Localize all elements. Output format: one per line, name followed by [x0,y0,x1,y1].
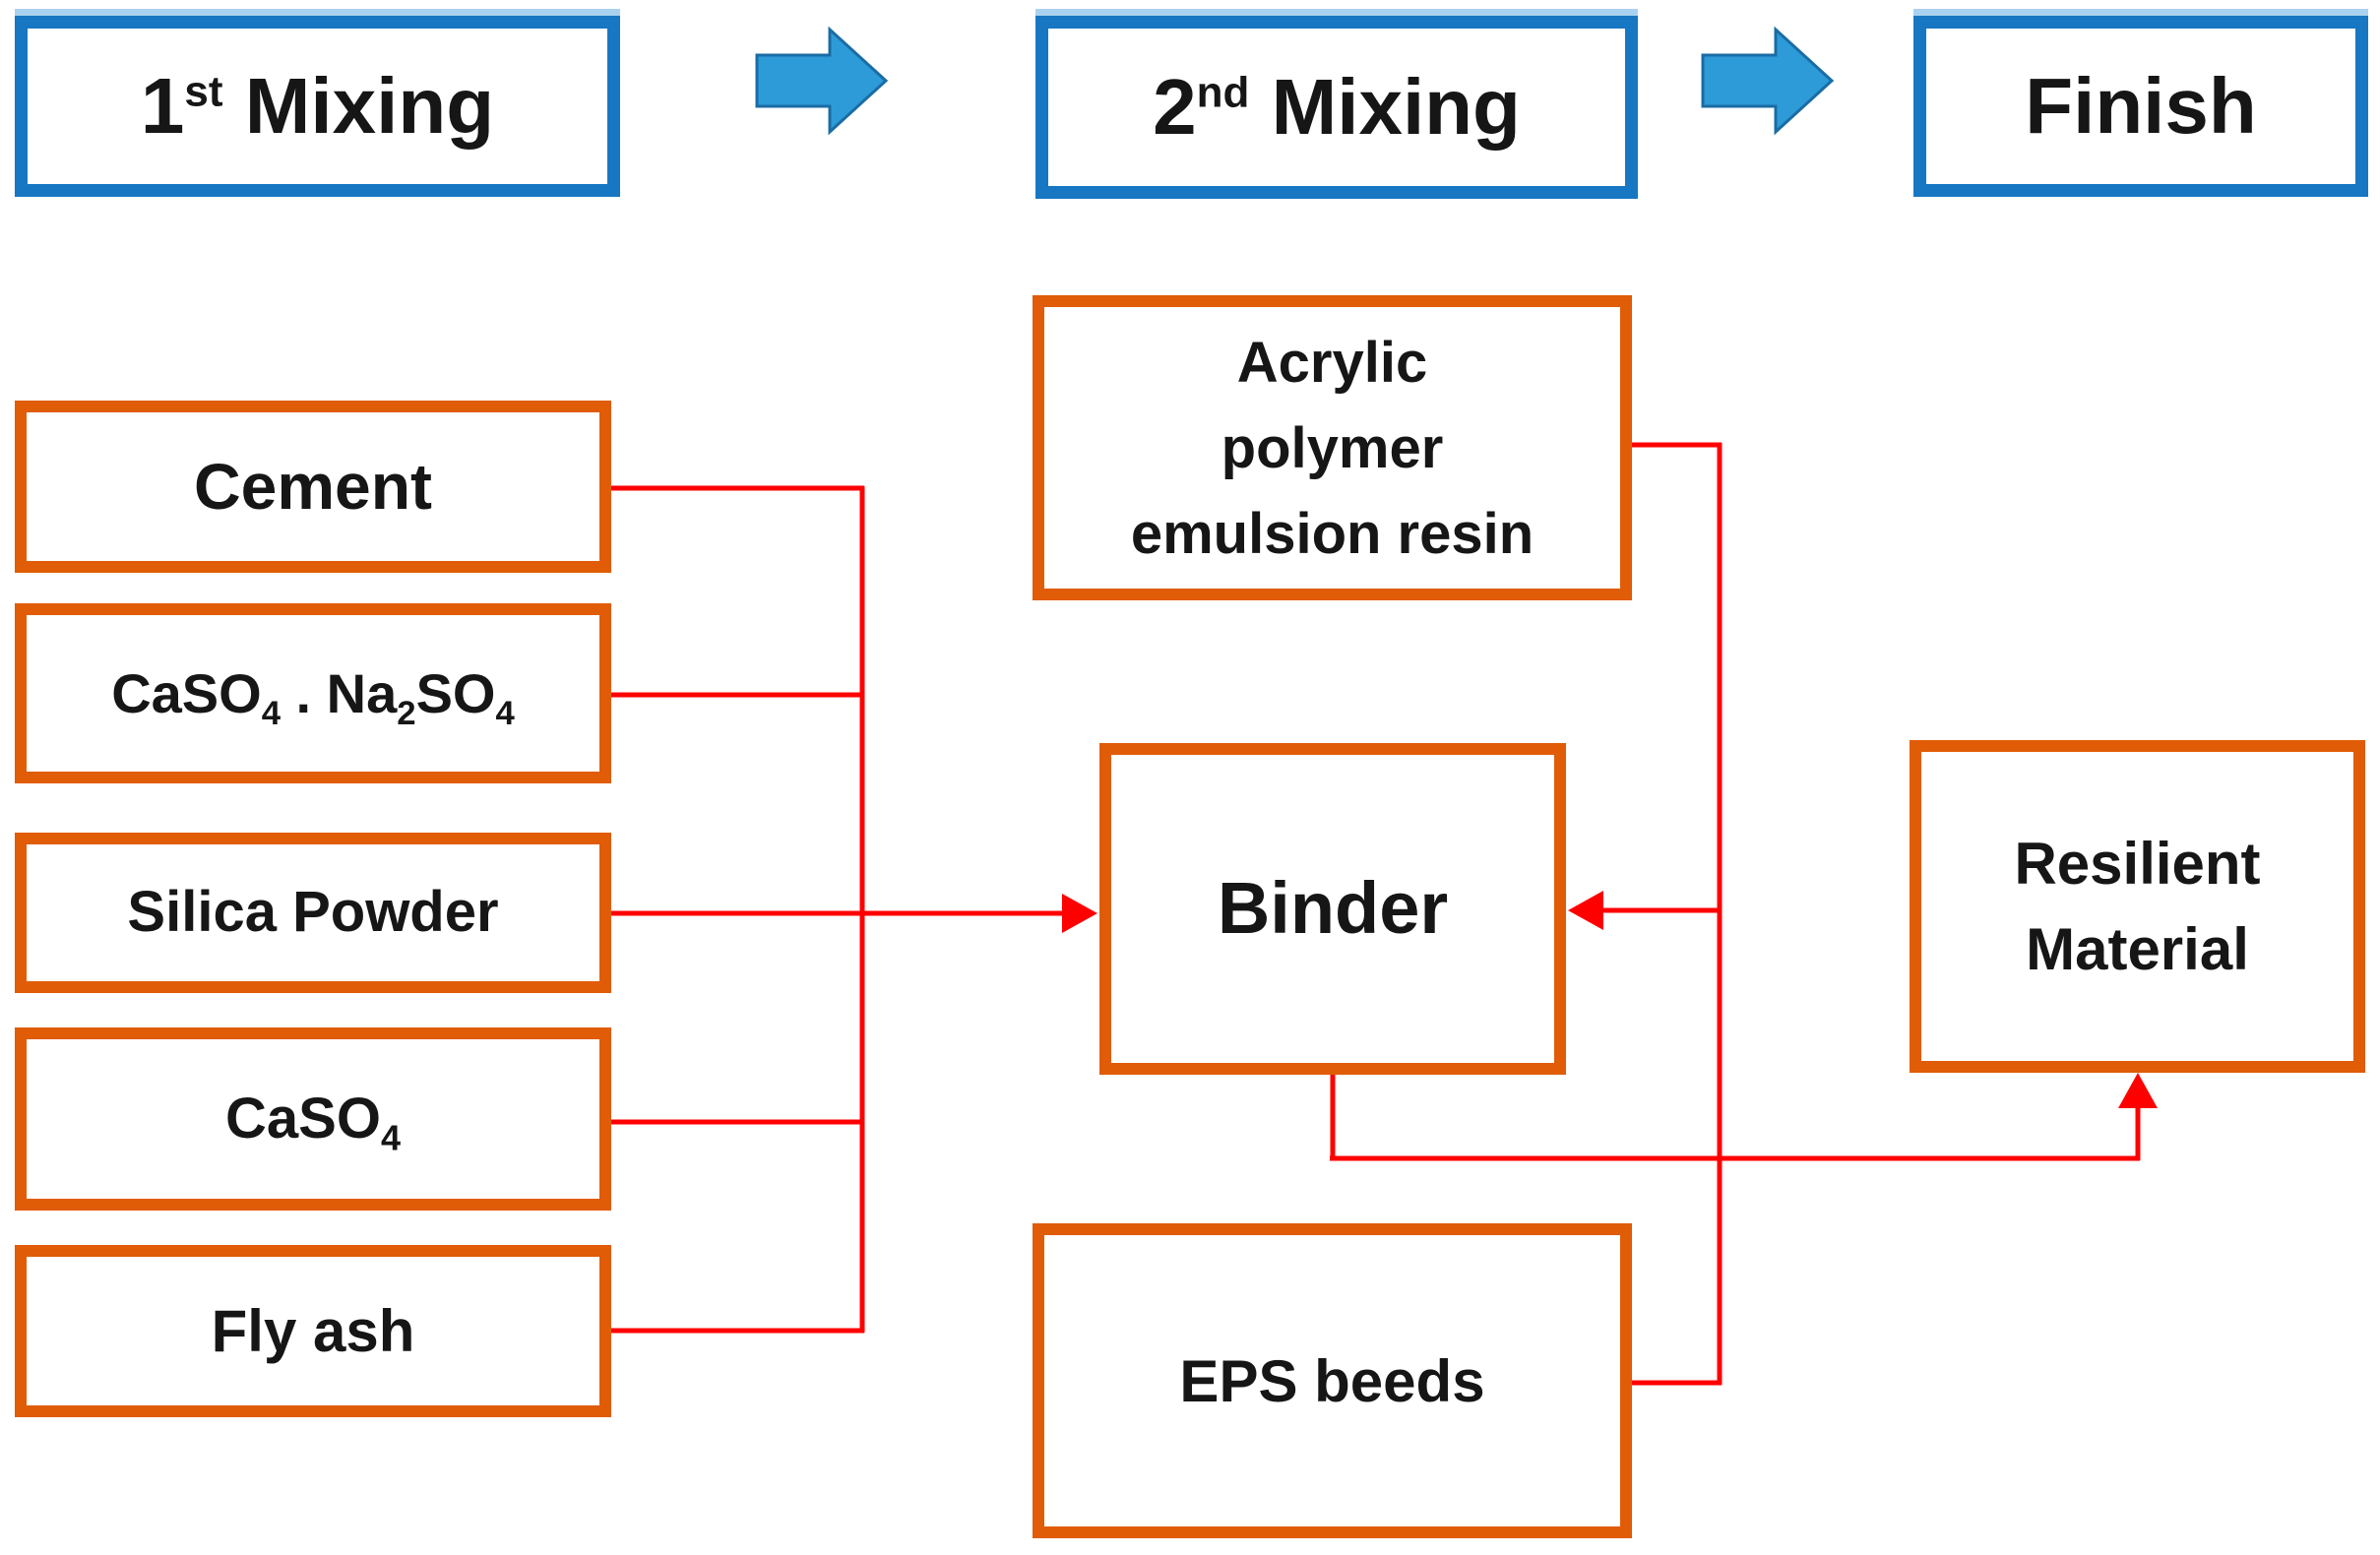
input-box-cement: Cement [15,401,611,573]
arrowhead-into-binder-right-icon [1568,891,1603,930]
acrylic-resin-box: Acrylic polymer emulsion resin [1033,295,1632,600]
resilient-material-box: Resilient Material [1910,740,2365,1073]
flow-arrow-second-to-finish-icon [1701,26,1835,136]
step-label: 1st Mixing [140,62,495,150]
eps-beeds-box: EPS beeds [1033,1223,1632,1538]
eps-beeds-label: EPS beeds [1179,1347,1485,1414]
step-box-finish: Finish [1913,16,2368,197]
step-box-first-mixing: 1st Mixing [15,16,620,197]
step-box-second-mixing: 2nd Mixing [1035,16,1638,199]
arrowhead-into-binder-left-icon [1062,894,1097,933]
input-label: Silica Powder [127,880,499,945]
step-label: Finish [2025,62,2257,150]
resilient-material-label: Resilient Material [2014,831,2261,982]
input-label: CaSO4 . Na2SO4 [111,661,515,732]
binder-box: Binder [1099,743,1566,1075]
acrylic-resin-label: Acrylic polymer emulsion resin [1130,330,1534,566]
input-box-caso4: CaSO4 [15,1027,611,1211]
step-label: 2nd Mixing [1153,63,1521,151]
input-label: CaSO4 [225,1086,401,1158]
arrowhead-into-resilient-icon [2118,1073,2158,1108]
binder-label: Binder [1217,867,1449,950]
input-box-fly-ash: Fly ash [15,1245,611,1417]
input-box-caso4-na2so4: CaSO4 . Na2SO4 [15,603,611,783]
input-box-silica-powder: Silica Powder [15,833,611,993]
input-label: Fly ash [211,1298,415,1364]
flow-arrow-first-to-second-icon [755,26,889,136]
input-label: Cement [193,450,433,524]
